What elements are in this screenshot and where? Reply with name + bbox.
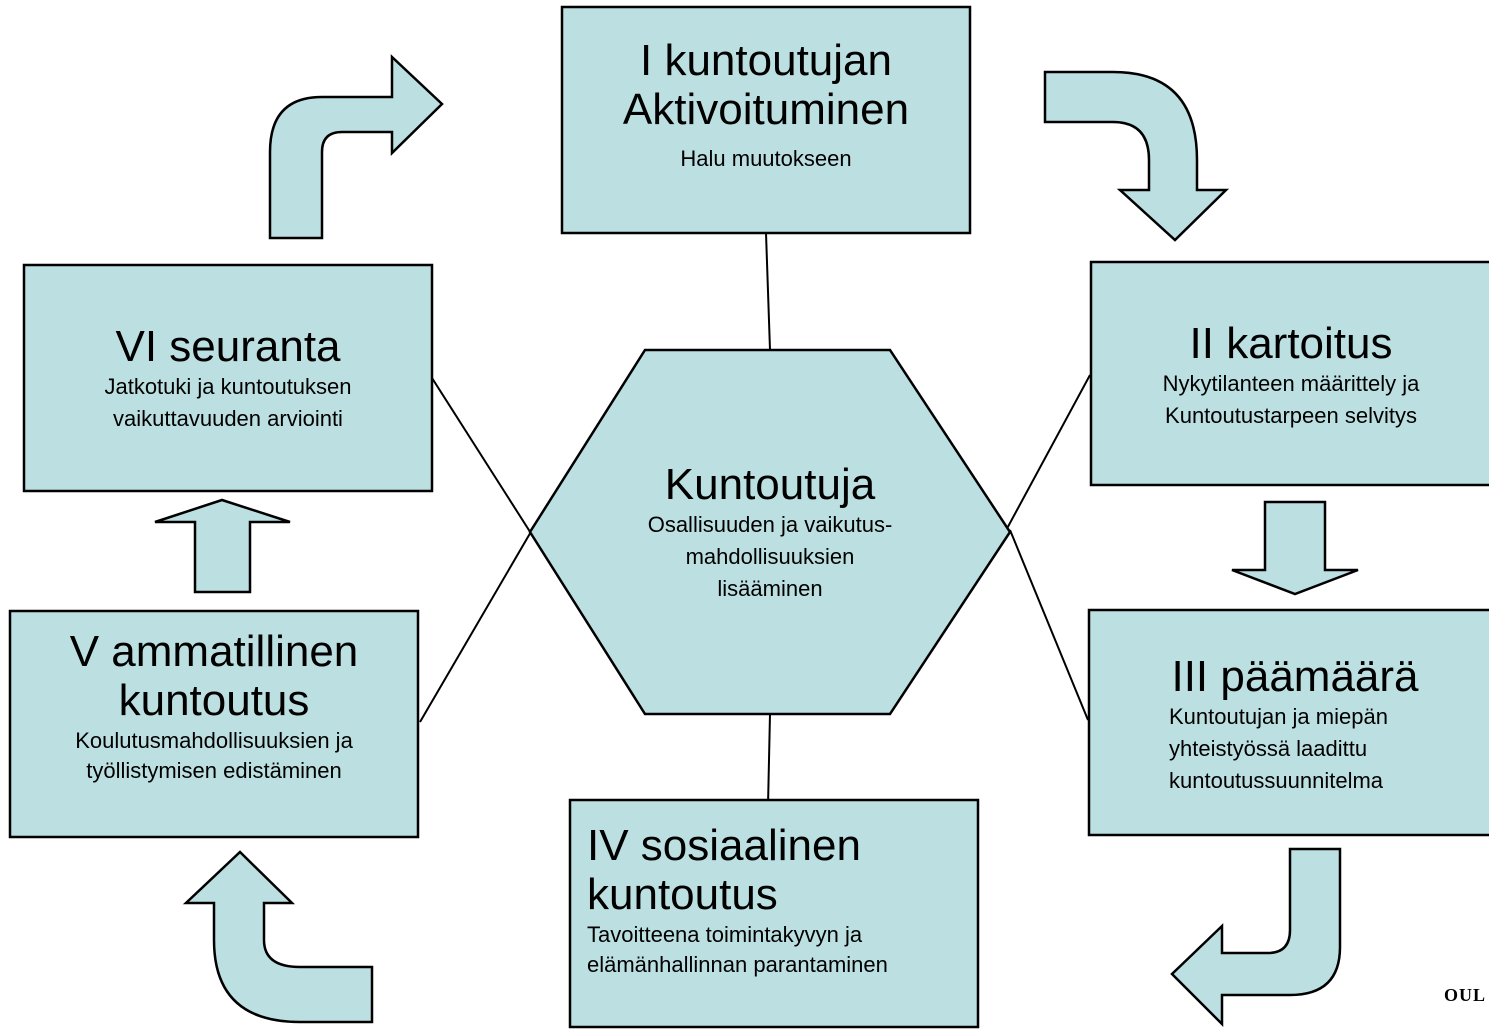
stage-box-1 (560, 5, 972, 235)
center-hexagon (528, 348, 1012, 716)
corner-logo-text: OUL (1444, 985, 1487, 1005)
center-text: Kuntoutuja Osallisuuden ja vaikutus- mah… (560, 460, 980, 605)
stage-3-description: yhteistyössä laadittu (1169, 736, 1368, 762)
stage-1-description: Halu muutokseen (680, 145, 852, 171)
stage-4-title: IV sosiaalinen (587, 821, 861, 870)
arrow-down-icon (1231, 500, 1359, 596)
stage-2-text: II kartoitus Nykytilanteen määrittely ja… (1091, 319, 1489, 432)
connector-line-upper-left (431, 377, 549, 561)
stage-2-description: Kuntoutustarpeen selvitys (1165, 403, 1417, 429)
center-title: Kuntoutuja (664, 460, 876, 509)
center-line: Osallisuuden ja vaikutus- (647, 512, 893, 538)
stage-4-text: IV sosiaalinen kuntoutus Tavoitteena toi… (587, 821, 972, 981)
curved-arrow-left-up-icon (182, 850, 374, 1024)
stage-3-description: Kuntoutujan ja miepän (1169, 704, 1388, 730)
stage-box-2 (1089, 260, 1489, 487)
stage-2-description: Nykytilanteen määrittely ja (1162, 371, 1420, 397)
stage-6-description: Jatkotuki ja kuntoutuksen (104, 374, 352, 400)
arrow-up-icon (154, 498, 291, 594)
connector-line-bottom (767, 713, 771, 807)
stage-4-description: elämänhallinnan parantaminen (587, 952, 888, 978)
stage-box-3 (1087, 608, 1489, 837)
stage-box-5 (8, 609, 420, 839)
connector-line-lower-left (419, 529, 533, 723)
stage-6-title: VI seuranta (115, 322, 341, 371)
stage-6-description: vaikuttavuuden arviointi (113, 406, 343, 432)
connector-line-lower-right (1009, 529, 1089, 721)
stage-3-description: kuntoutussuunnitelma (1169, 768, 1384, 794)
center-line: mahdollisuuksien (685, 544, 855, 570)
curved-arrow-up-right-icon (268, 54, 444, 240)
stage-5-title: V ammatillinen (69, 627, 359, 676)
stage-5-description: työllistymisen edistäminen (86, 758, 342, 784)
stage-3-title: III päämäärä (1171, 652, 1419, 701)
connector-line-top (765, 232, 771, 351)
center-line: lisääminen (717, 576, 823, 602)
stage-1-title: Aktivoituminen (622, 85, 910, 135)
stage-5-text: V ammatillinen kuntoutus Koulutusmahdoll… (10, 627, 418, 787)
stage-box-6 (22, 263, 434, 493)
curved-arrow-down-left-icon (1170, 847, 1342, 1028)
stage-5-description: Koulutusmahdollisuuksien ja (75, 727, 353, 753)
curved-arrow-right-down-icon (1043, 70, 1230, 242)
stage-2-title: II kartoitus (1189, 319, 1393, 368)
stage-1-text: I kuntoutujan Aktivoituminen Halu muutok… (562, 36, 970, 174)
stage-box-4 (568, 798, 980, 1029)
stage-1-title: I kuntoutujan (640, 36, 892, 85)
stage-3-text: III päämäärä Kuntoutujan ja miepän yhtei… (1089, 652, 1489, 797)
stage-6-text: VI seuranta Jatkotuki ja kuntoutuksen va… (24, 322, 432, 435)
stage-4-description: Tavoitteena toimintakyvyn ja (587, 921, 863, 947)
stage-5-title: kuntoutus (118, 676, 310, 726)
stage-4-title: kuntoutus (587, 870, 778, 920)
